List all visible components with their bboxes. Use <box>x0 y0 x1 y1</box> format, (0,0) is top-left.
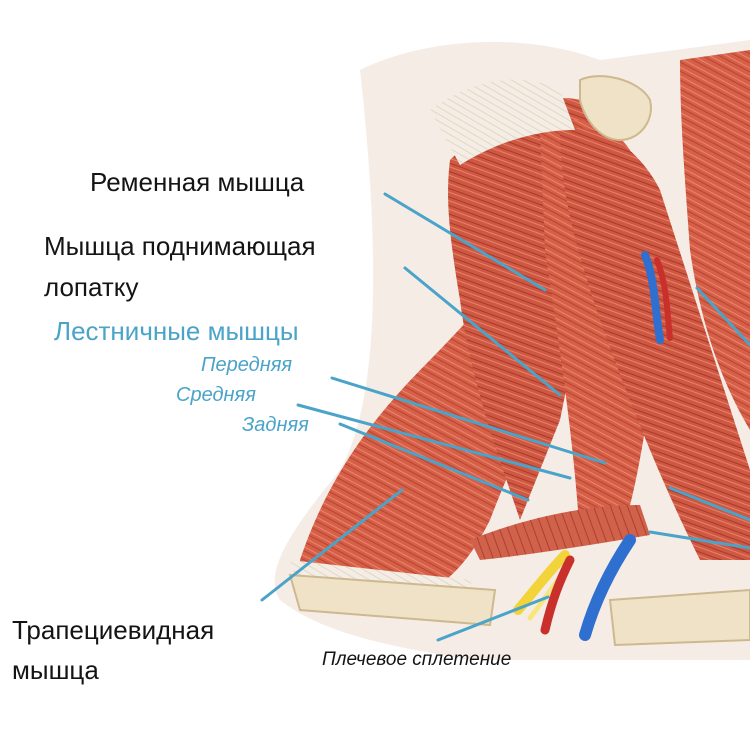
label-levator-line1: Мышца поднимающая <box>44 231 316 261</box>
omohyoid-muscle <box>470 505 650 560</box>
leader-line-right-1 <box>695 286 750 347</box>
label-anterior: Передняя <box>201 354 293 376</box>
upper-vein <box>641 251 664 344</box>
label-splenius: Ременная мышца <box>90 167 305 197</box>
label-posterior: Задняя <box>242 414 309 436</box>
nerve-bundle <box>513 550 570 615</box>
label-scalenes: Лестничные мышцы <box>54 316 299 346</box>
upper-tendon <box>430 79 575 165</box>
leader-line-middle <box>296 403 572 480</box>
leader-line-splenius <box>383 192 547 292</box>
label-trapezius-line1: Трапециевидная <box>12 615 215 645</box>
subclavian-vein <box>579 534 636 641</box>
leader-line-trapezius <box>260 488 404 602</box>
clavicle-right <box>608 588 750 647</box>
label-brachial-plexus: Плечевое сплетение <box>322 649 512 670</box>
leader-line-right-3 <box>648 530 750 550</box>
subclavian-artery <box>540 555 575 635</box>
leader-line-brachial <box>436 595 550 642</box>
leader-lines <box>260 192 750 642</box>
right-muscle-group <box>680 50 750 430</box>
label-trapezius-line2: мышца <box>12 655 99 685</box>
clavicle-left <box>288 573 497 627</box>
leader-line-posterior <box>338 422 530 502</box>
upper-artery <box>654 257 673 341</box>
vertebra-bone <box>579 75 652 142</box>
label-levator-line2: лопатку <box>44 272 139 302</box>
leader-line-anterior <box>330 376 607 465</box>
leader-line-right-2 <box>668 486 750 522</box>
sternocleidomastoid-muscle <box>560 128 750 560</box>
label-middle: Средняя <box>176 384 256 406</box>
leader-line-levator <box>403 266 562 397</box>
